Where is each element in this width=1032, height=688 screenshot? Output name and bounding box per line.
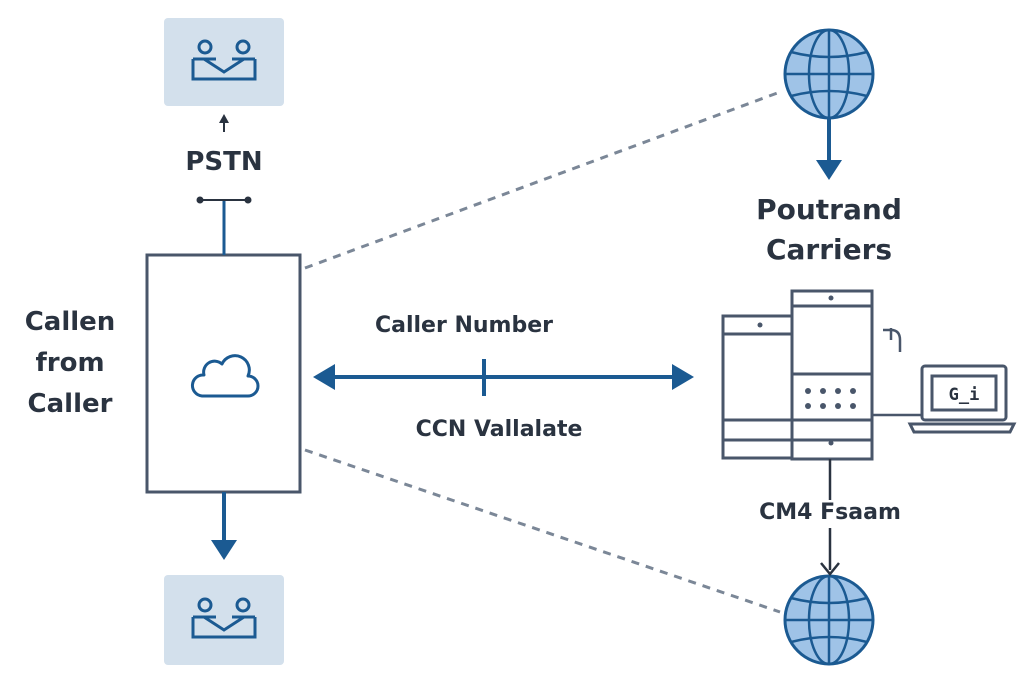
server-icon — [721, 289, 874, 461]
pstn-label: PSTN — [185, 147, 263, 177]
double-arrow-head-left — [313, 364, 335, 390]
top-people-card — [164, 18, 284, 106]
carriers-label-line-2: Carriers — [765, 233, 893, 266]
caller-label: Callen from Caller — [12, 302, 128, 425]
up-arrow-head — [219, 114, 229, 123]
down-arrow-head — [211, 540, 237, 560]
caller-label-line-1: Callen — [24, 307, 116, 337]
server-indicator-dots — [757, 295, 856, 446]
caller-label-line-3: Caller — [27, 389, 113, 419]
ccn-label: CCN Vallalate — [415, 417, 583, 442]
dashed-link-bottom — [304, 448, 781, 614]
pstn-crossbar-end-left — [196, 196, 204, 204]
caller-label-line-2: from — [35, 348, 105, 378]
bottom-people-card — [164, 575, 284, 665]
people-icon — [191, 597, 257, 639]
carriers-label: Poutrand Carriers — [734, 190, 924, 270]
people-icon — [191, 39, 257, 81]
pstn-crossbar-end-right — [244, 196, 252, 204]
server-down-arrow-head — [820, 562, 840, 576]
cm4-label: CM4 Fsaam — [745, 500, 915, 525]
double-arrow-head-right — [672, 364, 694, 390]
dashed-link-top — [304, 90, 781, 270]
hook-icon — [883, 328, 902, 352]
call-center-box — [145, 253, 302, 494]
caller-number-label: Caller Number — [374, 313, 554, 338]
globe-icon — [783, 574, 875, 666]
globe-down-arrow-head — [816, 160, 842, 180]
laptop-screen-text: G_i — [949, 385, 980, 405]
carriers-label-line-1: Poutrand — [756, 193, 902, 226]
cloud-icon — [190, 354, 260, 398]
globe-icon — [783, 28, 875, 120]
laptop-icon — [907, 364, 1017, 434]
